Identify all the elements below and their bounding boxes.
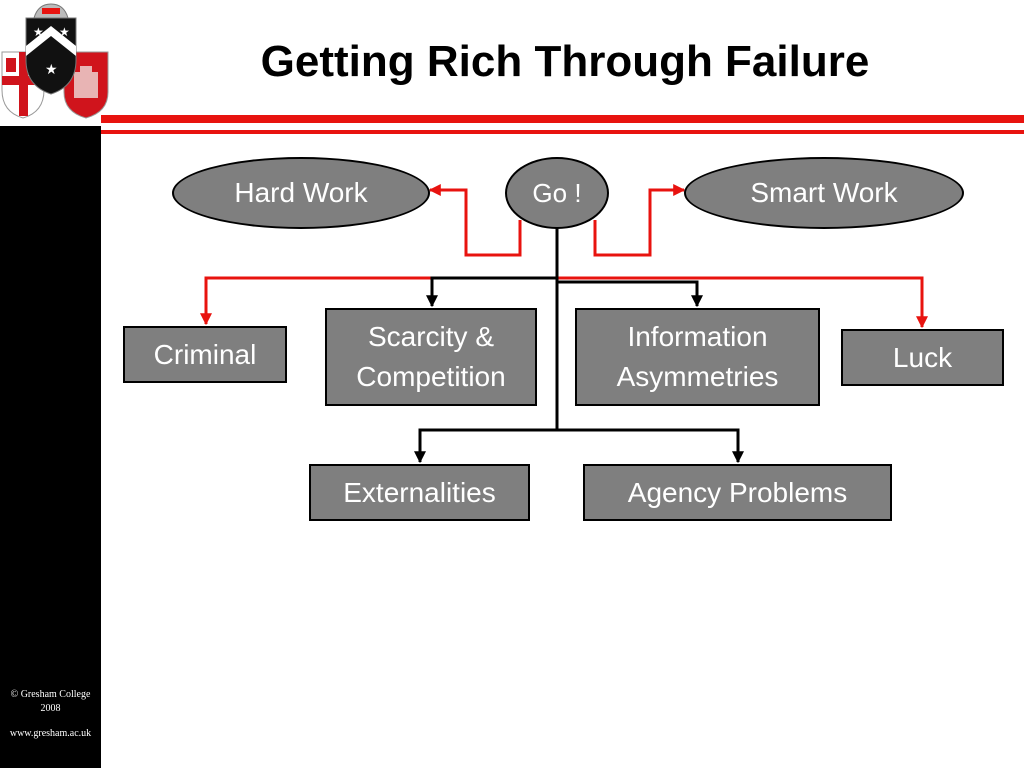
title-divider-thin xyxy=(101,130,1024,134)
footer-website: www.gresham.ac.uk xyxy=(9,728,92,739)
connector-go-to-smart-work xyxy=(593,184,686,257)
node-go-start: Go ! xyxy=(505,157,609,229)
node-scarcity-competition: Scarcity & Competition xyxy=(325,308,537,406)
gresham-college-crest-logo: ★ ★ ★ xyxy=(0,0,112,122)
node-information-asymmetries: Information Asymmetries xyxy=(575,308,820,406)
connector-go-to-luck xyxy=(557,276,928,329)
connector-go-to-externalities xyxy=(414,428,557,464)
title-divider-thick xyxy=(101,115,1024,123)
footer-copyright: © Gresham College xyxy=(10,689,91,700)
connector-go-to-hard-work xyxy=(428,184,522,257)
sidebar: © Gresham College 2008 www.gresham.ac.uk xyxy=(0,126,101,768)
node-externalities: Externalities xyxy=(309,464,530,521)
connector-go-to-agency xyxy=(557,428,744,464)
footer-year: 2008 xyxy=(40,703,61,714)
node-smart-work: Smart Work xyxy=(684,157,964,229)
node-hard-work: Hard Work xyxy=(172,157,430,229)
svg-text:★: ★ xyxy=(45,62,58,78)
node-criminal: Criminal xyxy=(123,326,287,383)
connector-go-to-information xyxy=(557,280,703,308)
node-agency-problems: Agency Problems xyxy=(583,464,892,521)
node-luck: Luck xyxy=(841,329,1004,386)
connector-go-to-scarcity xyxy=(426,276,557,308)
svg-text:★: ★ xyxy=(33,25,44,39)
svg-text:★: ★ xyxy=(59,25,70,39)
slide-title: Getting Rich Through Failure xyxy=(260,37,870,86)
